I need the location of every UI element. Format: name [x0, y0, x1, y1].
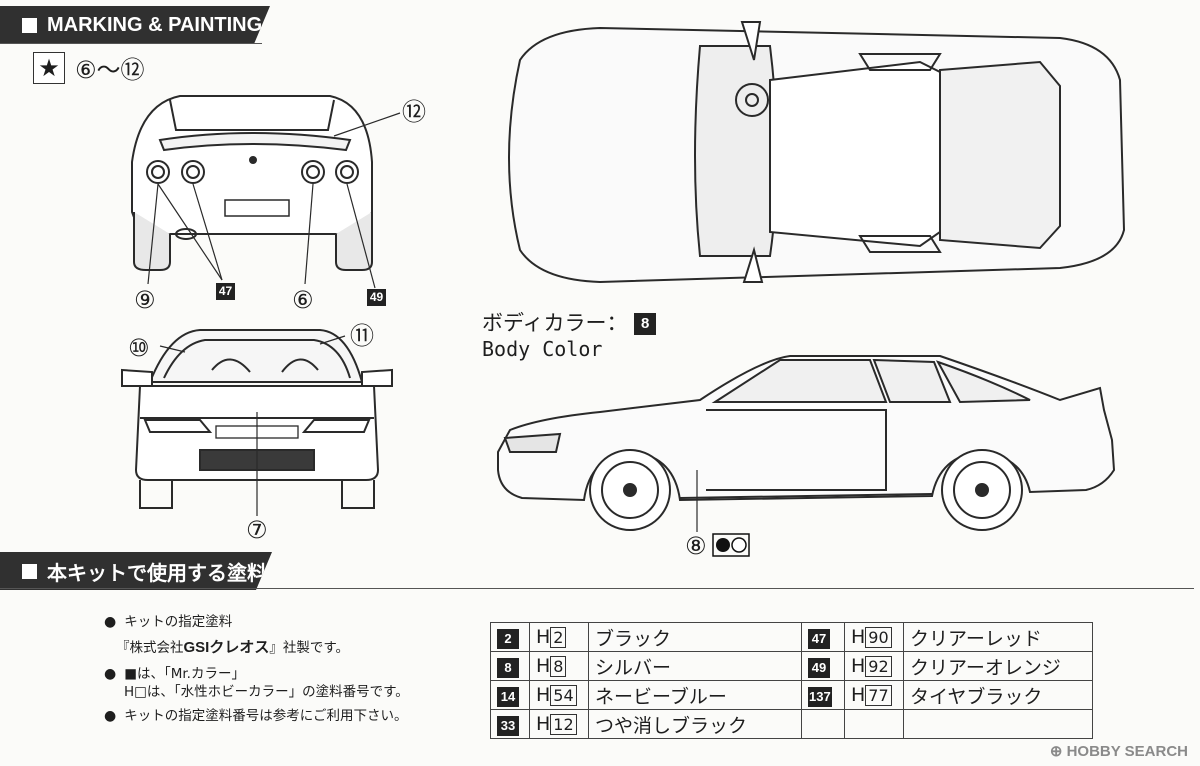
body-color-number: 8 — [634, 313, 657, 335]
paint-number: 14 — [490, 680, 530, 710]
paint-badge-49: 49 — [367, 289, 386, 306]
callout-12: ⑫ — [402, 98, 426, 126]
bullet-icon: ● — [104, 708, 117, 724]
paint-number-2: 47 — [801, 622, 845, 652]
body-color-label-en: Body Color — [482, 337, 603, 361]
divider — [0, 588, 1194, 589]
body-color-label-jp: ボディカラー： 8 — [482, 307, 657, 337]
bullet-icon: ● — [104, 614, 117, 630]
paint-number-2 — [801, 709, 845, 739]
callout-6: ⑥ — [292, 286, 314, 314]
paint-name-2 — [903, 709, 1093, 739]
paint-number-2: 49 — [801, 651, 845, 681]
top-view-drawing — [508, 21, 1126, 284]
body-color-jp-text: ボディカラー： — [482, 311, 628, 335]
star-range-label: ⑥〜⑫ — [75, 56, 145, 84]
banner-square-icon — [22, 18, 37, 33]
paint-h-code-2 — [844, 709, 904, 739]
divider — [0, 43, 262, 44]
paint-number-2: 137 — [801, 680, 845, 710]
banner-square-icon — [22, 564, 37, 579]
paint-name: ネービーブルー — [588, 680, 802, 710]
bullet-icon: ● — [104, 666, 117, 682]
paint-name-2: タイヤブラック — [903, 680, 1093, 710]
front-view-drawing — [121, 329, 393, 516]
note-line-3: ●■は、「Mr.カラー」 — [104, 666, 245, 682]
paint-name: ブラック — [588, 622, 802, 652]
paint-number: 2 — [490, 622, 530, 652]
marking-painting-banner: MARKING & PAINTING — [0, 6, 270, 44]
paint-name: つや消しブラック — [588, 709, 802, 739]
star-icon: ★ — [33, 52, 65, 84]
side-view-drawing — [497, 355, 1116, 532]
callout-7: ⑦ — [246, 516, 268, 544]
rear-view-drawing — [131, 95, 401, 289]
note-line-4: H□は、「水性ホビーカラー」の塗料番号です。 — [124, 684, 409, 700]
paint-number: 33 — [490, 709, 530, 739]
watermark-logo-icon: ⊕ — [1049, 743, 1063, 760]
paint-title: 本キットで使用する塗料 — [47, 562, 267, 585]
note-line-1: ●キットの指定塗料 — [104, 614, 233, 630]
note-line-5: ●キットの指定塗料番号は参考にご利用下さい。 — [104, 708, 408, 724]
marking-title: MARKING & PAINTING — [47, 13, 263, 36]
paint-badge-47: 47 — [216, 283, 235, 300]
callout-9: ⑨ — [134, 286, 156, 314]
paint-name: シルバー — [588, 651, 802, 681]
callout-11: ⑪ — [350, 322, 374, 350]
paint-section-banner: 本キットで使用する塗料 — [0, 552, 272, 590]
paint-name-2: クリアーレッド — [903, 622, 1093, 652]
callout-10: ⑩ — [128, 334, 150, 362]
watermark: ⊕ HOBBY SEARCH — [1049, 743, 1188, 760]
paint-number: 8 — [490, 651, 530, 681]
note-line-2: 『株式会社GSIクレオス』社製です。 — [116, 639, 349, 656]
callout-8: ⑧ — [685, 532, 707, 560]
paint-name-2: クリアーオレンジ — [903, 651, 1093, 681]
